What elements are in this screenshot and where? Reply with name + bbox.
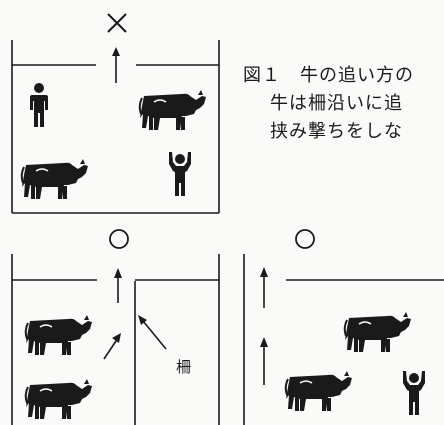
pen-outline xyxy=(243,254,444,425)
caption-line-1: 図１ 牛の追い方の xyxy=(243,65,414,86)
caption-line-3: 挟み撃ちをしな xyxy=(270,121,403,142)
handler-arms-up-icon xyxy=(403,371,425,415)
fence-label: 柵 xyxy=(176,358,191,376)
handler-arms-up-icon xyxy=(169,152,191,196)
panel-bottom-left: 柵 xyxy=(11,229,220,425)
circle-mark xyxy=(109,229,129,249)
exit-arrow xyxy=(112,47,120,83)
cow-icon xyxy=(24,378,93,420)
cow-icon xyxy=(284,370,353,412)
up-arrow xyxy=(260,267,268,308)
panel-top xyxy=(11,13,220,214)
cow-icon xyxy=(20,158,89,200)
panel-bottom-right xyxy=(243,229,444,425)
handler-icon xyxy=(30,83,48,127)
fence-pointer-arrow xyxy=(138,315,167,350)
up-arrow xyxy=(260,337,268,385)
diagonal-arrow xyxy=(103,333,121,360)
pen-outline xyxy=(11,40,220,214)
cross-mark xyxy=(107,13,127,33)
cow-icon xyxy=(343,311,412,353)
cow-icon xyxy=(24,314,93,356)
pen-outline xyxy=(11,254,220,425)
cow-icon xyxy=(138,89,207,131)
exit-arrow xyxy=(114,268,122,303)
caption-line-2: 牛は柵沿いに追 xyxy=(270,93,403,114)
circle-mark xyxy=(295,229,315,249)
